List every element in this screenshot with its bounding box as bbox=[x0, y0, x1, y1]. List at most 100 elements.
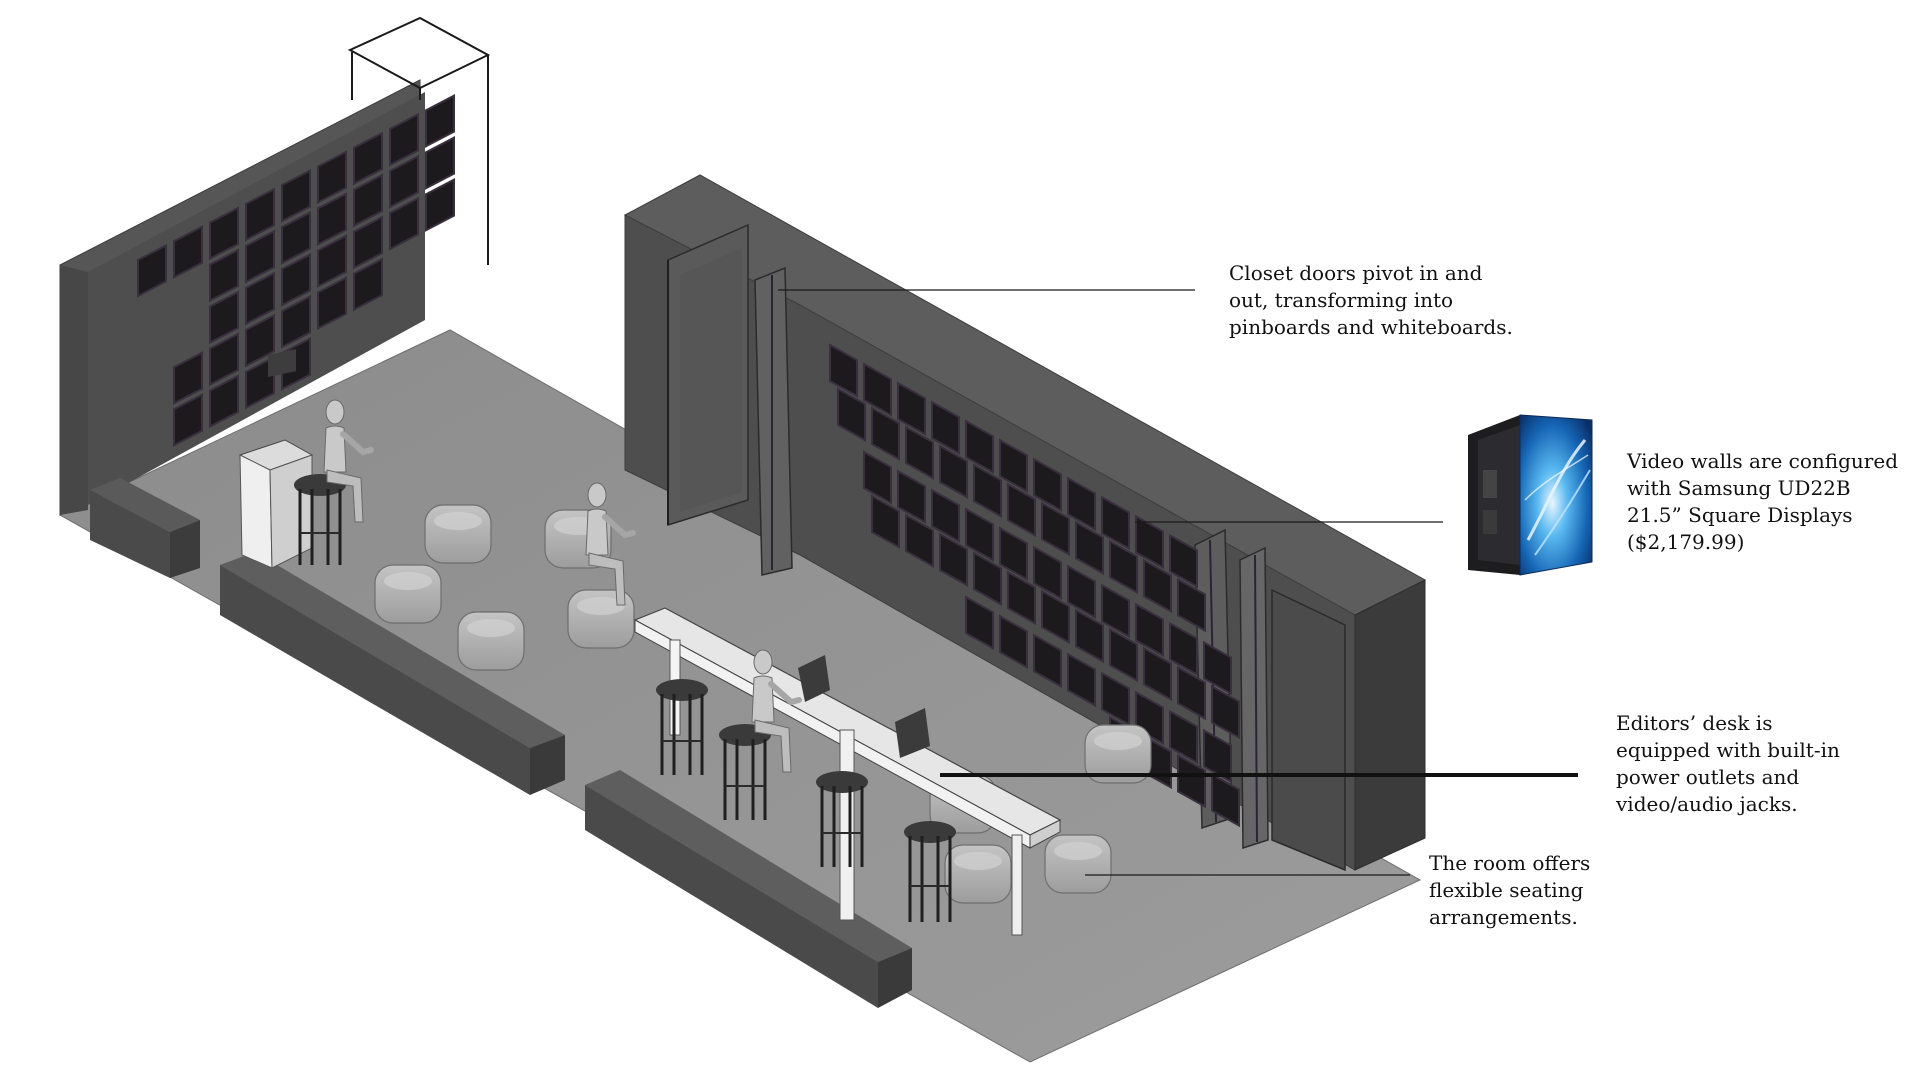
video-screen bbox=[281, 168, 311, 223]
video-screen bbox=[353, 257, 383, 312]
mannequin-figure bbox=[751, 649, 802, 773]
video-screen bbox=[245, 187, 275, 242]
video-screen bbox=[931, 400, 960, 455]
cube-seat bbox=[374, 564, 442, 624]
video-screen bbox=[973, 463, 1002, 518]
video-screen bbox=[353, 131, 383, 186]
callout-editors-desk: Editors’ desk is equipped with built-in … bbox=[1616, 710, 1840, 818]
callout-video-line-2: with Samsung UD22B bbox=[1627, 476, 1851, 500]
video-screen bbox=[209, 248, 239, 303]
video-screen bbox=[905, 513, 934, 568]
mannequin-figure bbox=[585, 482, 636, 606]
mannequin-figures bbox=[323, 399, 802, 773]
video-screen bbox=[281, 210, 311, 265]
callout-desk-line-3: power outlets and bbox=[1616, 765, 1800, 789]
video-screen bbox=[1143, 646, 1172, 702]
video-screen bbox=[137, 243, 167, 298]
video-screen bbox=[1067, 652, 1096, 708]
video-screen bbox=[829, 343, 858, 398]
callout-closet-line-3: pinboards and whiteboards. bbox=[1229, 315, 1513, 339]
video-screen bbox=[1041, 501, 1070, 557]
video-screen bbox=[389, 154, 419, 209]
callout-closet-line-1: Closet doors pivot in and bbox=[1229, 261, 1483, 285]
callout-video-line-3: 21.5” Square Displays bbox=[1627, 503, 1853, 527]
video-screen bbox=[245, 355, 275, 410]
callout-video-line-1: Video walls are configured bbox=[1627, 449, 1899, 473]
video-screen bbox=[863, 362, 892, 417]
callout-desk-line-4: video/audio jacks. bbox=[1616, 792, 1798, 816]
benches bbox=[90, 478, 912, 1008]
video-screen bbox=[425, 136, 455, 190]
callout-video-line-4: ($2,179.99) bbox=[1627, 530, 1745, 554]
video-screen bbox=[389, 112, 419, 167]
video-screen bbox=[1101, 583, 1130, 639]
video-screen bbox=[1169, 533, 1198, 589]
video-screen bbox=[173, 393, 203, 447]
callout-desk-line-2: equipped with built-in bbox=[1616, 738, 1840, 762]
video-screen bbox=[1033, 545, 1062, 601]
video-screen bbox=[353, 173, 383, 228]
video-screen bbox=[425, 94, 455, 148]
video-screen bbox=[1211, 772, 1240, 828]
callout-room-line-3: arrangements. bbox=[1429, 905, 1578, 929]
video-screen bbox=[905, 425, 934, 480]
video-screen bbox=[1033, 633, 1062, 689]
video-screen bbox=[1177, 665, 1206, 721]
video-screen bbox=[317, 276, 347, 331]
video-screen bbox=[317, 150, 347, 205]
video-screen bbox=[281, 252, 311, 307]
left-video-wall bbox=[137, 94, 455, 447]
video-screen bbox=[1075, 520, 1104, 576]
right-video-wall bbox=[829, 343, 1240, 828]
mannequin-figure bbox=[323, 399, 374, 523]
video-screen bbox=[209, 332, 239, 387]
video-screen bbox=[1143, 558, 1172, 614]
video-screen bbox=[209, 206, 239, 261]
callout-flexible-seating: The room offers flexible seating arrange… bbox=[1429, 850, 1590, 931]
callout-video-walls: Video walls are configured with Samsung … bbox=[1627, 448, 1898, 556]
bar-stool bbox=[294, 474, 346, 565]
cube-seat bbox=[424, 504, 492, 564]
video-screen bbox=[1169, 621, 1198, 677]
video-screen bbox=[1169, 709, 1198, 765]
video-screen bbox=[1041, 589, 1070, 645]
cube-seat bbox=[1044, 834, 1112, 894]
video-screen bbox=[1109, 627, 1138, 683]
video-screen bbox=[1135, 514, 1164, 570]
editors-desk bbox=[633, 607, 1062, 936]
video-screen bbox=[965, 419, 994, 474]
video-screen bbox=[897, 381, 926, 436]
callout-closet-line-2: out, transforming into bbox=[1229, 288, 1454, 312]
cube-seat bbox=[457, 611, 525, 671]
video-screen bbox=[999, 614, 1028, 670]
video-screen bbox=[353, 215, 383, 270]
video-screen bbox=[871, 494, 900, 549]
bar-stool bbox=[904, 821, 956, 922]
callout-room-line-2: flexible seating bbox=[1429, 878, 1584, 902]
video-screen bbox=[425, 178, 455, 232]
callout-room-line-1: The room offers bbox=[1429, 851, 1591, 875]
video-screen bbox=[1067, 564, 1096, 620]
bar-stool bbox=[656, 679, 708, 775]
video-screen bbox=[281, 294, 311, 349]
video-screen bbox=[1177, 577, 1206, 633]
video-screen bbox=[965, 507, 994, 562]
bar-stool bbox=[816, 771, 868, 867]
video-screen bbox=[173, 225, 203, 279]
video-screen bbox=[1101, 495, 1130, 551]
video-screen bbox=[209, 290, 239, 345]
video-screen bbox=[939, 444, 968, 499]
callout-closet-doors: Closet doors pivot in and out, transform… bbox=[1229, 260, 1513, 341]
video-screen bbox=[245, 313, 275, 368]
video-screen bbox=[1109, 539, 1138, 595]
video-screen bbox=[965, 595, 994, 650]
closet-doors-left bbox=[667, 223, 793, 576]
video-screen bbox=[837, 387, 866, 442]
video-screen bbox=[897, 469, 926, 524]
video-screen bbox=[931, 488, 960, 543]
video-screen bbox=[389, 196, 419, 251]
video-screen bbox=[973, 551, 1002, 606]
video-screen bbox=[1135, 602, 1164, 658]
video-screen bbox=[245, 229, 275, 284]
video-screen bbox=[1177, 753, 1206, 809]
